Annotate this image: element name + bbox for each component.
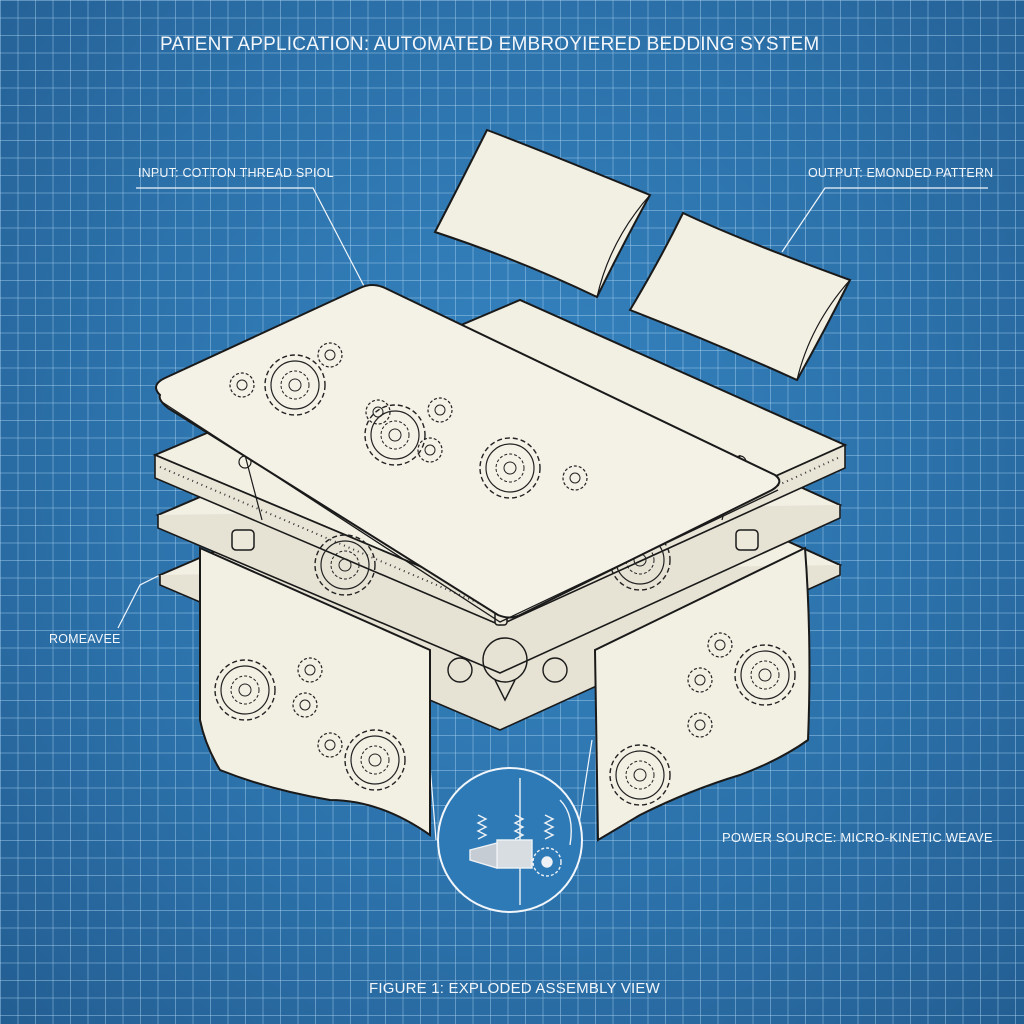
drape-right xyxy=(593,546,811,842)
page-title: PATENT APPLICATION: AUTOMATED EMBROYIERE… xyxy=(160,34,820,55)
drape-left xyxy=(199,546,431,837)
detail-inset-mechanism xyxy=(437,767,583,913)
top-sheet xyxy=(155,284,781,623)
callout-left: ROMEAVEE xyxy=(49,632,121,646)
callout-power-source: POWER SOURCE: MICRO-KINETIC WEAVE xyxy=(722,830,993,845)
figure-caption: FIGURE 1: EXPLODED ASSEMBLY VIEW xyxy=(369,980,660,997)
callout-output: OUTPUT: EMONDED PATTERN xyxy=(808,166,994,180)
callout-input: INPUT: COTTON THREAD SPIOL xyxy=(138,166,334,180)
center-mechanism xyxy=(447,637,568,702)
pillow-right xyxy=(628,211,852,382)
pillow-left xyxy=(433,128,652,299)
